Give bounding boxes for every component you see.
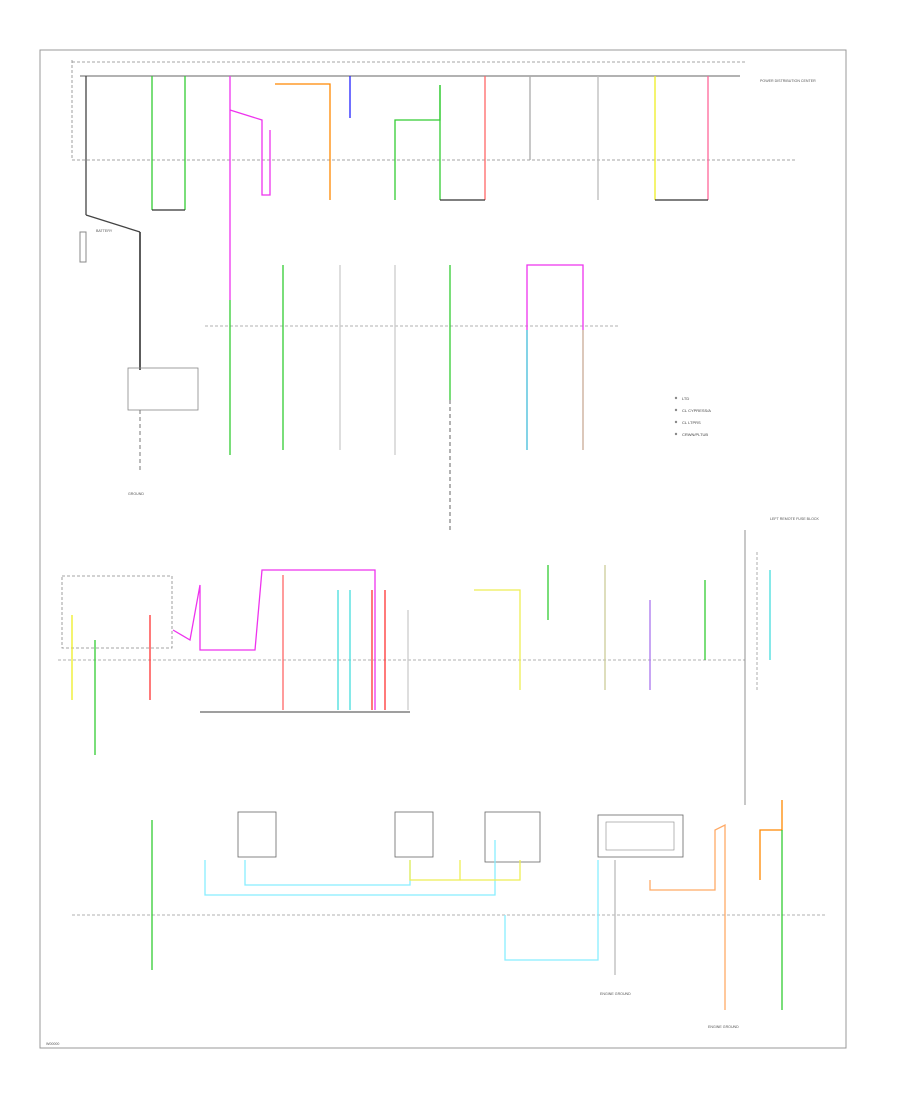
engine-ground-label: ENGINE GROUND — [708, 1025, 739, 1029]
top-fuse-box: POWER DISTRIBUTION CENTER — [71, 60, 816, 161]
battery-ground-symbol — [79, 231, 87, 263]
lower-bus: LEFT REMOTE FUSE BLOCK — [58, 517, 819, 805]
module-4 — [597, 814, 684, 858]
legend-4: CRWN/PLTUB — [682, 432, 708, 437]
right-block-label: LEFT REMOTE FUSE BLOCK — [770, 517, 819, 521]
top-fuse-wires — [85, 76, 709, 300]
junction-block — [127, 367, 199, 411]
legend: LTD CL CYPRESS/A CL LTPRS CRWN/PLTUB — [674, 396, 711, 437]
module-1 — [237, 811, 277, 858]
relay-box-left — [61, 575, 173, 649]
battery-label: BATTERY — [96, 229, 113, 233]
footer-code: W00000 — [46, 1042, 59, 1046]
legend-2: CL CYPRESS/A — [682, 408, 711, 413]
bottom-bus — [72, 811, 826, 916]
module-4-inner — [605, 821, 675, 851]
legend-1: LTD — [682, 396, 689, 401]
diagram-frame — [39, 49, 847, 1049]
lower-wires — [71, 565, 771, 755]
module-3 — [484, 811, 541, 863]
mid-wires — [229, 264, 584, 530]
battery-circuit: BATTERY GROUND — [79, 214, 199, 496]
legend-3: CL LTPRS — [682, 420, 701, 425]
ground-left-label: GROUND — [128, 492, 144, 496]
bottom-wires — [151, 800, 783, 1010]
fuse-box-label: POWER DISTRIBUTION CENTER — [760, 79, 816, 83]
ground-mid-label: ENGINE GROUND — [600, 992, 631, 996]
module-2 — [394, 811, 434, 858]
